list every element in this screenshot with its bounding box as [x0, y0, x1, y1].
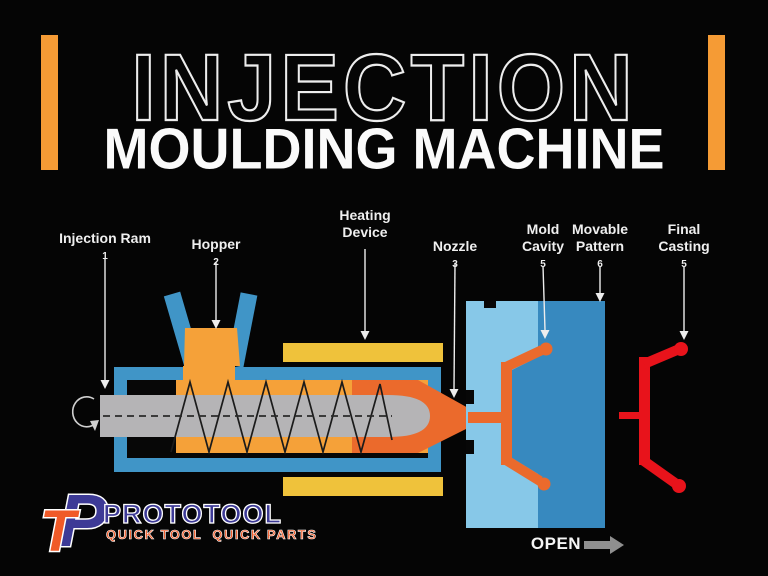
logo-monogram: P T	[39, 478, 110, 566]
label-final-casting-line1: Final	[667, 221, 701, 237]
logo-tagline: QUICK TOOL QUICK PARTS	[106, 527, 318, 543]
logo-wordmark: PROTOTOOL	[102, 498, 283, 529]
open-label: OPEN	[530, 534, 582, 553]
label-final-casting-line2: Casting	[658, 238, 710, 254]
molded-part-arm-top	[503, 345, 545, 372]
label-movable-pattern-line1: Movable	[571, 221, 628, 237]
page-title: INJECTION	[130, 33, 637, 141]
hopper-pointer	[211, 262, 221, 329]
casting-boss-bottom	[672, 479, 686, 493]
mold-cavity-pointer	[540, 265, 550, 339]
rotation-arrow-icon	[71, 396, 99, 431]
final-casting-pointer	[679, 266, 689, 340]
casting-boss-top	[674, 342, 688, 356]
hopper-material	[184, 328, 240, 366]
logo-monogram-t: T	[40, 499, 80, 564]
label-final-casting: Final Casting 5	[619, 221, 749, 273]
heating-device-pointer	[360, 249, 370, 340]
label-heating-device: Heating Device	[300, 207, 430, 241]
label-movable-pattern: Movable Pattern 6	[535, 221, 665, 273]
heater-band-top	[283, 343, 443, 362]
casting-arm-top	[642, 345, 679, 369]
hopper-throat	[183, 366, 235, 382]
casting-gate-tick	[619, 412, 641, 419]
label-nozzle-text: Nozzle	[432, 238, 478, 254]
title-accent-bar-left	[41, 35, 58, 170]
label-injection-ram-text: Injection Ram	[59, 230, 151, 246]
label-mold-cavity: Mold Cavity 5	[478, 221, 608, 273]
mold-notch-upper	[466, 390, 474, 404]
mold-core	[512, 352, 548, 480]
label-movable-pattern-number: 6	[597, 259, 603, 270]
label-injection-ram-number: 1	[102, 251, 108, 262]
title-accent-bar-right	[708, 35, 725, 170]
label-heating-device-line2: Device	[342, 224, 388, 240]
page-subtitle: MOULDING MACHINE	[103, 117, 665, 182]
molded-part-boss-top	[539, 342, 553, 356]
label-heating-device-line1: Heating	[339, 207, 391, 223]
sprue-runner	[468, 412, 504, 423]
open-arrow-icon	[584, 536, 624, 554]
casting-bar	[639, 357, 650, 465]
logo-monogram-p: P	[58, 479, 108, 562]
mold-notch-top	[484, 301, 496, 308]
molded-part-boss-bottom	[537, 477, 551, 491]
mold-notch-lower	[466, 440, 474, 454]
molded-part-arm-bottom	[503, 455, 543, 486]
label-mold-cavity-line2: Cavity	[521, 238, 565, 254]
final-casting-shape	[619, 342, 688, 493]
molded-part-bar	[501, 362, 512, 465]
injection-ram-pointer	[100, 258, 110, 389]
nozzle-pointer	[449, 263, 459, 398]
label-final-casting-number: 5	[681, 259, 687, 270]
label-mold-cavity-number: 5	[540, 259, 546, 270]
heater-band-bottom	[283, 477, 443, 496]
label-mold-cavity-line1: Mold	[526, 221, 560, 237]
casting-arm-bottom	[641, 456, 678, 488]
leader-lines	[100, 249, 689, 398]
movable-pattern-pointer	[595, 266, 605, 302]
label-hopper-text: Hopper	[191, 236, 241, 252]
mold-moving-plate	[538, 301, 605, 528]
label-injection-ram: Injection Ram 1	[40, 230, 170, 265]
screw-flights	[170, 378, 393, 456]
label-movable-pattern-line2: Pattern	[575, 238, 625, 254]
